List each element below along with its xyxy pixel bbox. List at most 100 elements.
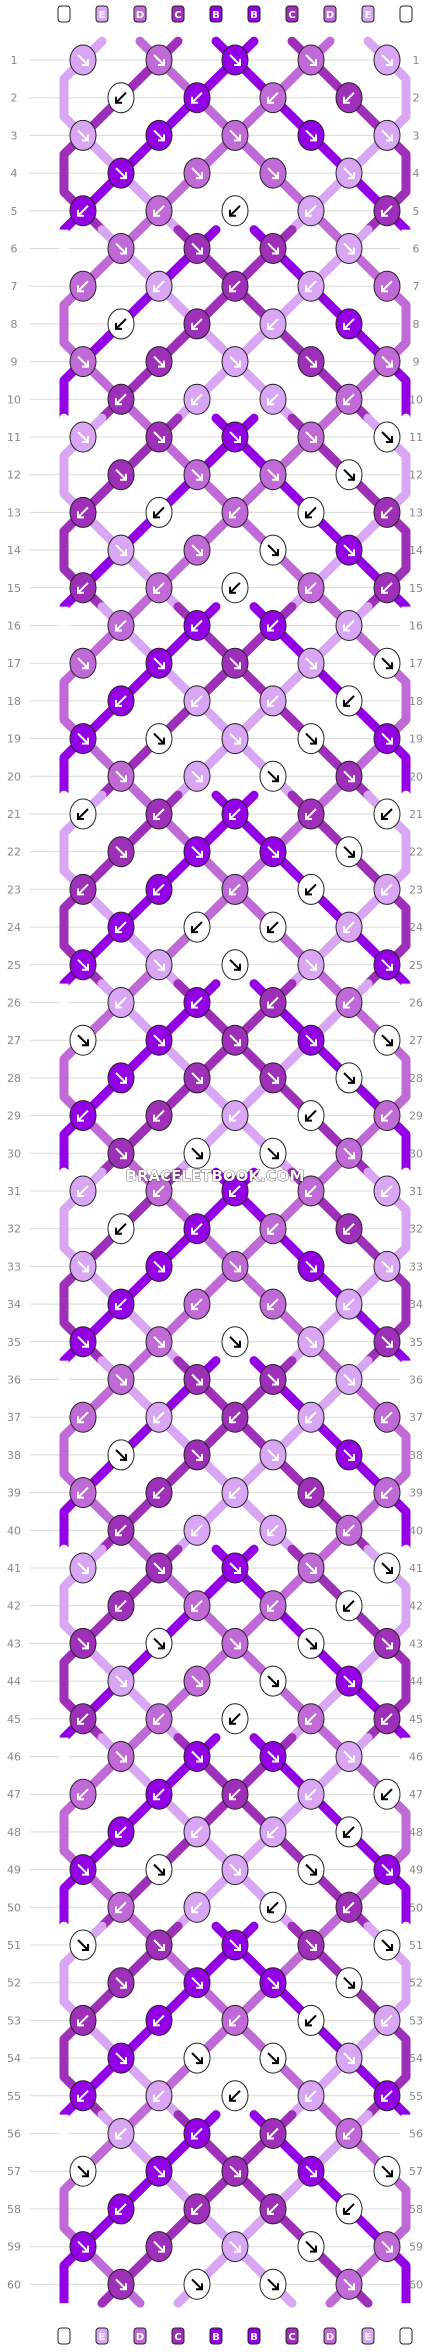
knot (221, 572, 249, 604)
knot (107, 1514, 135, 1546)
diagonal-arrow-head-icon (234, 963, 241, 971)
knot (297, 195, 325, 227)
row-number-left: 59 (7, 2241, 21, 2254)
knot (259, 987, 287, 1018)
diagonal-arrow-head-icon (82, 963, 89, 971)
diagonal-arrow-icon (229, 1185, 241, 1197)
row-number-left: 45 (7, 1713, 21, 1726)
diagonal-arrow-head-icon (82, 737, 89, 745)
row-number-left: 39 (7, 1487, 21, 1500)
row-numbers-right: 1234567891011121314151617181920212223242… (409, 54, 423, 2291)
diagonal-arrow-head-icon (267, 322, 274, 330)
diagonal-arrow-head-icon (120, 172, 127, 180)
diagonal-arrow-icon (191, 544, 203, 556)
diagonal-arrow-icon (191, 1976, 203, 1989)
row-number-left: 20 (7, 770, 21, 783)
row-number-left: 36 (7, 1374, 21, 1387)
diagonal-arrow-head-icon (120, 247, 127, 255)
diagonal-arrow-head-icon (229, 2094, 236, 2102)
diagonal-arrow-icon (153, 1109, 165, 1122)
strand-letter: E (99, 10, 106, 21)
strand-letter-bottom: C (285, 2327, 299, 2345)
diagonal-arrow-icon (267, 544, 279, 556)
diagonal-arrow-icon (229, 1637, 241, 1650)
diagonal-arrow-head-icon (343, 1830, 350, 1838)
strand-chip (133, 2327, 147, 2345)
diagonal-arrow-icon (77, 883, 89, 896)
knot (183, 1439, 211, 1471)
diagonal-arrow-head-icon (386, 1868, 393, 1876)
diagonal-arrow-icon (267, 1675, 279, 1687)
diagonal-arrow-icon (229, 2090, 241, 2102)
knot (183, 2268, 211, 2300)
knot (145, 1401, 173, 1433)
knot (145, 496, 173, 528)
diagonal-arrow-icon (77, 582, 89, 594)
diagonal-arrow-head-icon (310, 1868, 317, 1876)
diagonal-arrow-head-icon (267, 2207, 274, 2215)
diagonal-arrow-head-icon (348, 850, 355, 858)
diagonal-arrow-icon (153, 355, 165, 368)
row-number-right: 54 (409, 2052, 423, 2065)
knot (183, 836, 211, 868)
diagonal-arrow-head-icon (191, 322, 198, 330)
diagonal-arrow-icon (115, 2203, 127, 2215)
diagonal-arrow-icon (343, 1072, 355, 1084)
knot (259, 233, 287, 264)
diagonal-arrow-icon (267, 468, 279, 481)
diagonal-arrow-icon (381, 2165, 393, 2177)
strand-letter-bottom: A (57, 2327, 71, 2345)
knot (373, 1854, 401, 1886)
strand-letter-top: D (323, 5, 337, 23)
knot (183, 1967, 211, 1999)
strand-chip (209, 2327, 223, 2345)
diagonal-arrow-icon (191, 1222, 203, 1235)
diagonal-arrow-icon (381, 2240, 393, 2253)
diagonal-arrow-icon (305, 1637, 317, 1650)
knot (259, 836, 287, 868)
diagonal-arrow-head-icon (381, 209, 388, 217)
diagonal-arrow-head-icon (153, 209, 160, 217)
row-number-right: 59 (409, 2241, 423, 2254)
diagonal-arrow-head-icon (234, 1868, 241, 1876)
diagonal-arrow-head-icon (267, 1227, 274, 1235)
diagonal-arrow-head-icon (196, 1755, 203, 1763)
row-number-right: 49 (409, 1864, 423, 1877)
diagonal-arrow-head-icon (158, 963, 165, 971)
diagonal-arrow-icon (305, 431, 317, 443)
diagonal-arrow-icon (305, 280, 317, 292)
diagonal-arrow-icon (381, 280, 393, 292)
knot (221, 1703, 249, 1735)
diagonal-arrow-icon (77, 54, 89, 66)
diagonal-arrow-head-icon (348, 247, 355, 255)
row-number-right: 43 (409, 1637, 423, 1650)
diagonal-arrow-head-icon (229, 209, 236, 217)
knot (69, 949, 97, 981)
knot (297, 44, 325, 76)
diagonal-arrow-icon (191, 468, 203, 481)
diagonal-arrow-head-icon (310, 1340, 317, 1348)
diagonal-arrow-icon (343, 1373, 355, 1386)
diagonal-arrow-icon (343, 2052, 355, 2064)
diagonal-arrow-head-icon (158, 737, 165, 745)
diagonal-arrow-icon (77, 1788, 89, 1800)
diagonal-arrow-icon (267, 318, 279, 330)
knot (335, 1816, 363, 1848)
knot (183, 1288, 211, 1320)
diagonal-arrow-head-icon (196, 473, 203, 481)
diagonal-arrow-icon (115, 1599, 127, 1612)
diagonal-arrow-icon (77, 2090, 89, 2102)
diagonal-arrow-head-icon (82, 134, 89, 142)
knot (373, 1627, 401, 1659)
diagonal-arrow-head-icon (82, 1642, 89, 1650)
knot (107, 610, 135, 641)
knot (297, 1778, 325, 1810)
diagonal-arrow-head-icon (343, 1906, 350, 1914)
row-number-left: 41 (7, 1562, 21, 1575)
diagonal-arrow-icon (115, 544, 127, 556)
diagonal-arrow-icon (229, 355, 241, 368)
diagonal-arrow-icon (191, 1524, 203, 1537)
knot (145, 1326, 173, 1358)
diagonal-arrow-head-icon (120, 850, 127, 858)
row-number-left: 56 (7, 2128, 21, 2141)
